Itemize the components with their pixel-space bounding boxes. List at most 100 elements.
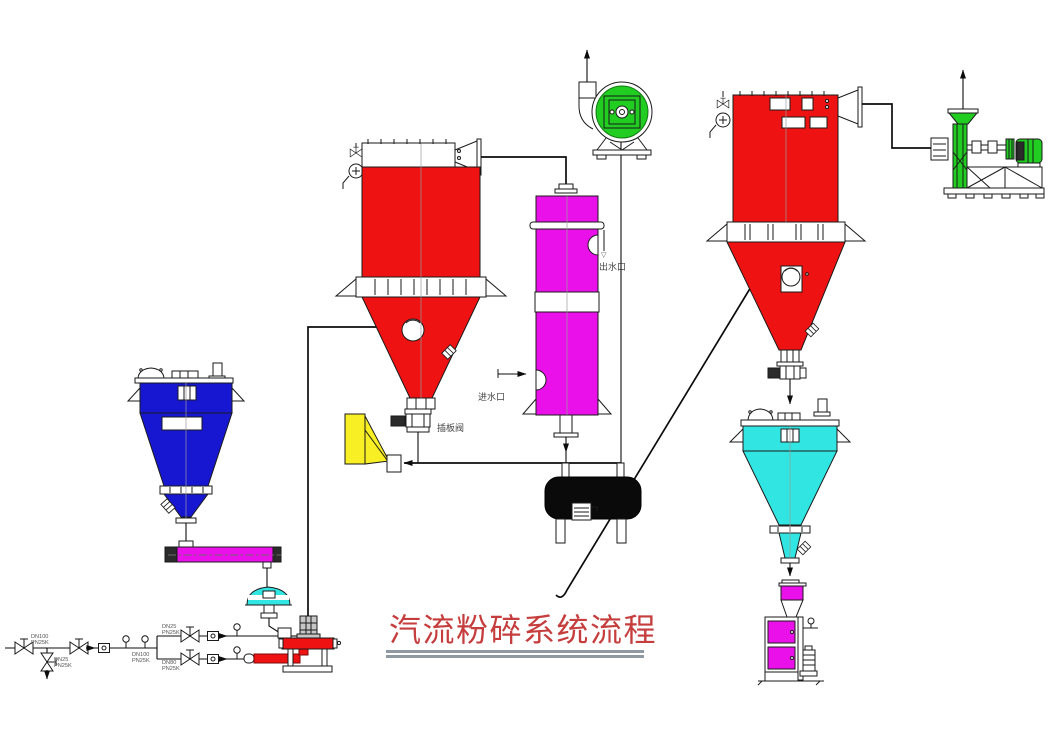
access-panel (801, 97, 814, 111)
vent-valve-icon (716, 97, 730, 109)
supply-piping: DN100 PN25K DN25 PN25K DN100 PN25K DN25 … (5, 623, 278, 680)
access-panel (809, 116, 828, 129)
inline-fitting-icon (207, 654, 219, 664)
slide-gate-valve (405, 413, 431, 428)
hatch-dome-icon (137, 367, 165, 379)
tail-end (272, 546, 282, 563)
outlet-duct (578, 81, 597, 99)
down-mark: ▽ (601, 252, 607, 259)
title-underline (386, 655, 644, 658)
title-underline (386, 650, 644, 653)
valve-actuator (390, 415, 406, 427)
inlet-box (930, 137, 949, 161)
exhaust-fan (578, 49, 653, 464)
support-bracket (728, 427, 744, 443)
coupling (1005, 138, 1015, 160)
right-cyclone (705, 86, 867, 405)
pipe-spec-size: DN100 (31, 634, 48, 640)
right-fan (930, 69, 1045, 199)
packing-hopper (780, 585, 804, 601)
cabinet-door (767, 646, 796, 670)
inline-fitting-icon (207, 631, 219, 641)
pipe-spec-size: DN80 (162, 660, 176, 666)
gauge-icon (122, 635, 130, 649)
pipe-spec-size: DN100 (132, 652, 149, 658)
pipe-spec-rating: PN25K (54, 663, 72, 669)
tangential-inlet (401, 318, 425, 342)
skirt-foot (521, 397, 537, 415)
water-outlet-label: 出水口 (599, 261, 626, 272)
slide-gate-valve-label: 插板阀 (437, 422, 464, 433)
pipe-spec-rating: PN25K (31, 640, 49, 646)
ejector-outlet-box (386, 454, 402, 473)
left-cyclone: 插板阀 (334, 138, 508, 463)
outlet-flange (262, 561, 272, 569)
support-bracket (836, 427, 852, 443)
pipe-tank-to-right-cyclone (555, 274, 779, 598)
top-plenum (361, 142, 456, 168)
ejector (344, 413, 402, 473)
pipe-spec-rating: PN25K (132, 658, 150, 664)
inline-fitting-icon (98, 643, 110, 653)
bearing-block (971, 140, 982, 154)
access-panel (769, 97, 791, 111)
tank-leg (616, 518, 627, 544)
valve-icon (69, 638, 89, 655)
injector-body (277, 627, 292, 639)
collector-body (732, 94, 839, 223)
inspection-window (177, 385, 197, 401)
support-bracket (705, 222, 728, 242)
support-bracket (485, 277, 508, 297)
vent-stack (817, 398, 828, 413)
support-bracket (231, 386, 246, 402)
support-bracket (844, 222, 867, 242)
jet-mill (243, 615, 342, 673)
stand-base (282, 665, 333, 673)
pipe-spec-rating: PN25K (162, 666, 180, 672)
pipe-spec-size: DN25 (162, 624, 176, 630)
packing-machine (757, 582, 824, 686)
outlet-cone (837, 89, 859, 125)
valve-icon (180, 626, 200, 643)
scrubber-column: ▽ 出水口 进水口 (478, 156, 626, 464)
fan-base (592, 149, 652, 156)
valve-icon (180, 649, 200, 666)
collector-cone (726, 241, 846, 351)
title-block: 汽流粉碎系统流程 (386, 612, 657, 658)
water-inlet-nozzle (535, 369, 547, 391)
screw-conveyor (164, 523, 282, 588)
vent-valve-icon (349, 146, 363, 158)
feeder-dome (245, 586, 302, 639)
stand-leg (287, 648, 294, 667)
support-bracket (126, 386, 141, 402)
discharge-neck (406, 397, 436, 410)
cabinet-door (767, 620, 796, 644)
access-panel (781, 116, 806, 129)
pipe-spec-size: DN25 (54, 657, 68, 663)
buffer-tank (544, 462, 642, 544)
gauge-icon (141, 635, 149, 649)
gauge-icon (233, 623, 241, 637)
outlet-flare (947, 112, 979, 125)
tank-leg (555, 518, 566, 544)
stand-leg (321, 648, 328, 667)
diagram-title: 汽流粉碎系统流程 (389, 612, 657, 648)
rotary-valve (779, 365, 801, 380)
support-bracket (334, 277, 357, 297)
vibrator-icon (796, 540, 812, 556)
skirt-foot (597, 397, 613, 415)
discharge-neck (780, 349, 800, 363)
pipe-cyclone-to-fan (862, 103, 931, 149)
valve-actuator (767, 367, 781, 379)
vent-stack (212, 362, 223, 378)
fan-housing (952, 123, 968, 189)
gauge-icon (233, 646, 241, 660)
discharge-flange (175, 517, 197, 524)
pipe-spec-rating: PN25K (162, 630, 180, 636)
air-inlet-pipe (253, 653, 301, 664)
hatch-dome-icon (747, 408, 774, 421)
pipe-mill-to-cyclone (307, 326, 403, 616)
drive-end (164, 546, 178, 563)
